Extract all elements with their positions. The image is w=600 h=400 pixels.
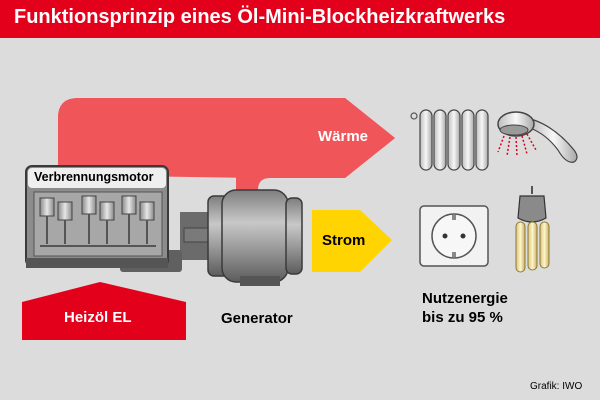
- power-label: Strom: [322, 232, 366, 249]
- fuel-oil-shape: [22, 282, 186, 340]
- title-bar: Funktionsprinzip eines Öl-Mini-Blockheiz…: [0, 0, 600, 38]
- engine-label: Verbrennungsmotor: [34, 170, 154, 184]
- power-socket-icon: [419, 205, 489, 267]
- graphic-credit: Grafik: IWO: [530, 381, 583, 392]
- shower-head-icon: [497, 111, 578, 163]
- diagram-title: Funktionsprinzip eines Öl-Mini-Blockheiz…: [14, 6, 506, 28]
- combustion-engine: [25, 165, 210, 272]
- power-arrow: [312, 210, 392, 272]
- energy-saving-bulb-icon: [515, 186, 550, 273]
- heat-label: Wärme: [318, 128, 369, 145]
- generator: [207, 189, 303, 286]
- generator-label: Generator: [221, 310, 293, 327]
- fuel-label: Heizöl EL: [64, 309, 132, 326]
- useful-energy-label: Nutzenergie: [422, 290, 508, 307]
- radiator-icon: [410, 109, 489, 171]
- useful-energy-percent: bis zu 95 %: [422, 309, 503, 326]
